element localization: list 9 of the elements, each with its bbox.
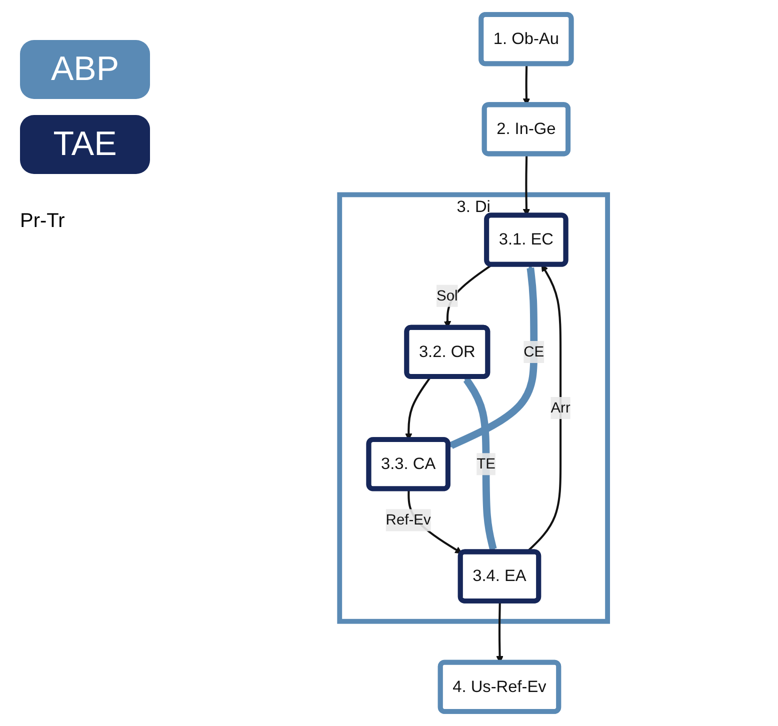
edge-label: Sol	[436, 287, 458, 304]
note-label: Pr-Tr	[20, 210, 65, 233]
legend-swatch: TAE	[20, 115, 150, 174]
edge-label: Arr	[551, 399, 571, 416]
edge-label: TE	[477, 456, 496, 472]
arrow	[448, 264, 538, 449]
legend-swatch: ABP	[20, 40, 150, 99]
edge-label: Ref-Ev	[386, 512, 432, 528]
edge-label: CE	[524, 343, 545, 360]
